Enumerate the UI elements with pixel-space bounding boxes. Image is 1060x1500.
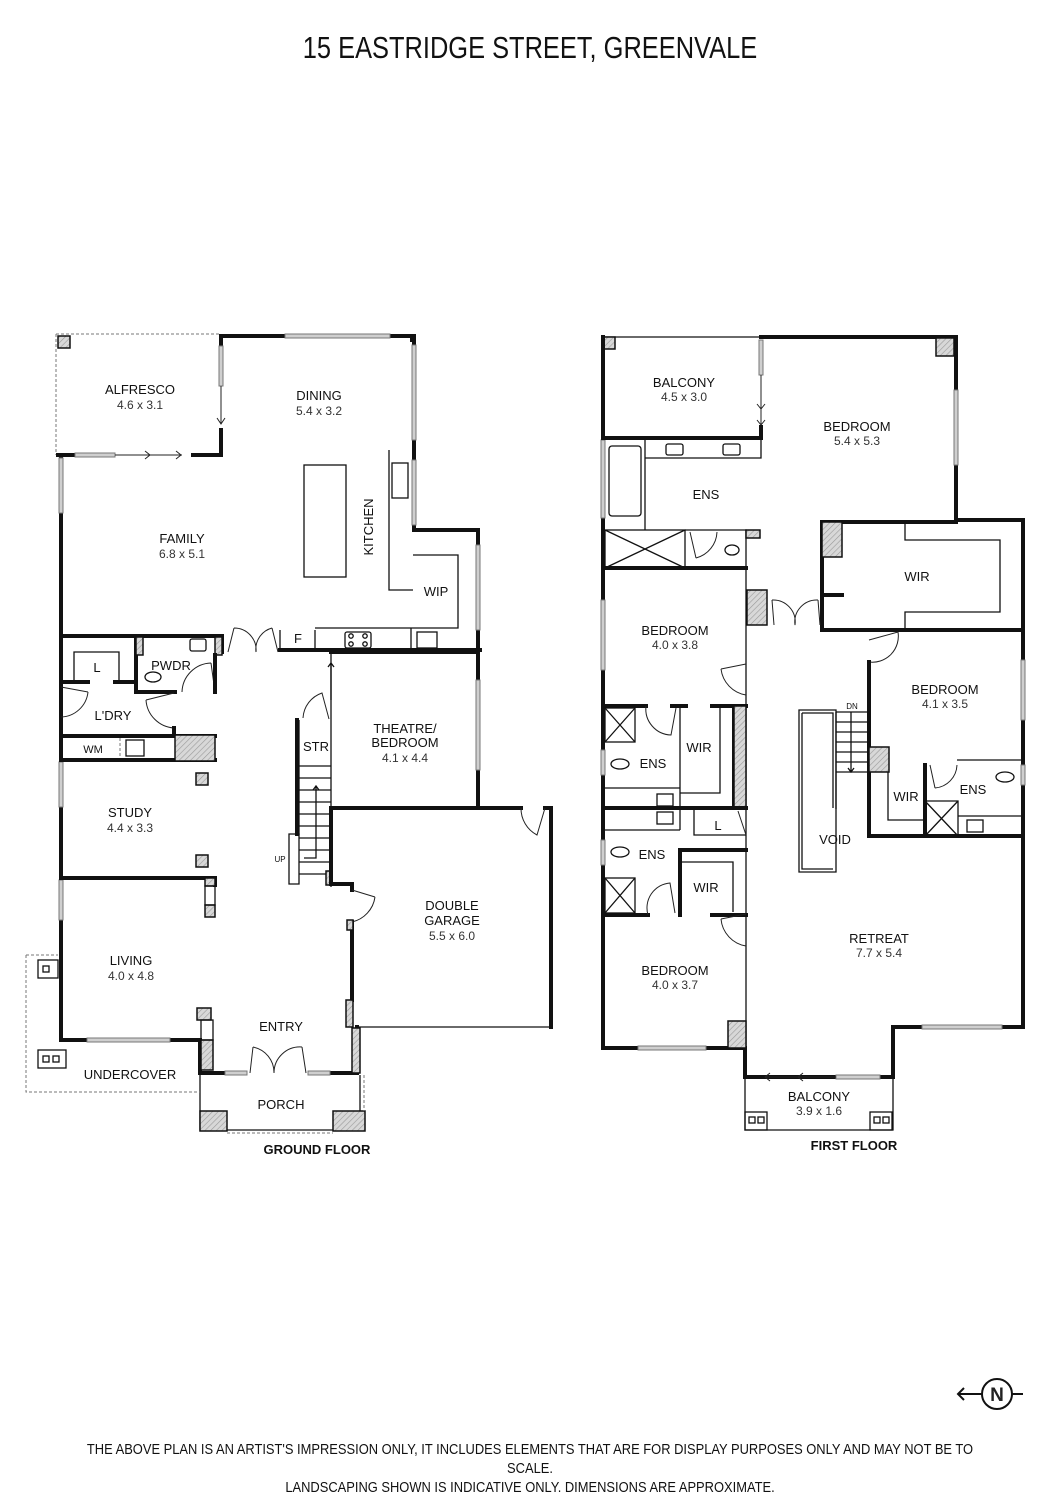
room-dim-garage: 5.5 x 6.0	[429, 929, 475, 943]
room-name-master-ensuite: ENS	[693, 487, 720, 502]
linen-label: L	[93, 660, 100, 675]
room-name-wip: WIP	[424, 584, 449, 599]
room-dim-alfresco: 4.6 x 3.1	[117, 398, 163, 412]
room-dim-dining: 5.4 x 3.2	[296, 404, 342, 418]
room-name-bedroom-2: BEDROOM	[641, 623, 708, 638]
fridge-label: F	[294, 631, 302, 646]
room-name-theatre-2: BEDROOM	[371, 735, 438, 750]
room-name-wir-4: WIR	[893, 789, 918, 804]
disclaimer: THE ABOVE PLAN IS AN ARTIST'S IMPRESSION…	[74, 1440, 986, 1497]
room-name-retreat: RETREAT	[849, 931, 909, 946]
room-name-master-bedroom: BEDROOM	[823, 419, 890, 434]
room-name-master-wir: WIR	[904, 569, 929, 584]
room-name-theatre: THEATRE/	[373, 721, 437, 736]
room-name-balcony-top: BALCONY	[653, 375, 715, 390]
room-name-dining: DINING	[296, 388, 342, 403]
room-name-ensuite-3: ENS	[639, 847, 666, 862]
basin	[189, 638, 207, 652]
room-name-ensuite-2: ENS	[640, 756, 667, 771]
first-floor-label: FIRST FLOOR	[811, 1138, 898, 1153]
compass-letter: N	[990, 1385, 1004, 1406]
room-name-balcony-bottom: BALCONY	[788, 1089, 850, 1104]
bathtub	[608, 445, 642, 517]
room-name-bedroom-3: BEDROOM	[641, 963, 708, 978]
room-dim-living: 4.0 x 4.8	[108, 969, 154, 983]
room-name-undercover: UNDERCOVER	[84, 1067, 176, 1082]
room-dim-family: 6.8 x 5.1	[159, 547, 205, 561]
linen-label-first: L	[714, 818, 721, 833]
disclaimer-line-2: LANDSCAPING SHOWN IS INDICATIVE ONLY. DI…	[285, 1479, 775, 1496]
room-name-laundry: L'DRY	[95, 708, 132, 723]
stair-up-label: UP	[274, 855, 285, 864]
ground-floor-plan	[25, 333, 553, 1134]
room-name-pwdr: PWDR	[151, 658, 191, 673]
room-name-wir-3: WIR	[693, 880, 718, 895]
sink	[416, 631, 438, 649]
disclaimer-line-1: THE ABOVE PLAN IS AN ARTIST'S IMPRESSION…	[86, 1441, 974, 1477]
room-name-porch: PORCH	[258, 1097, 305, 1112]
column	[57, 335, 71, 349]
room-name-void: VOID	[819, 832, 851, 847]
page-title: 15 EASTRIDGE STREET, GREENVALE	[302, 30, 758, 65]
room-name-garage-2: GARAGE	[424, 913, 480, 928]
room-dim-retreat: 7.7 x 5.4	[856, 946, 902, 960]
first-floor-labels: BALCONY 4.5 x 3.0 BEDROOM 5.4 x 5.3 ENS …	[639, 375, 987, 1153]
room-name-entry: ENTRY	[259, 1019, 303, 1034]
first-floor-plan	[600, 335, 1026, 1131]
room-dim-balcony-bottom: 3.9 x 1.6	[796, 1104, 842, 1118]
room-dim-master-bedroom: 5.4 x 5.3	[834, 434, 880, 448]
room-name-wir-2: WIR	[686, 740, 711, 755]
room-name-ensuite-4: ENS	[960, 782, 987, 797]
room-name-alfresco: ALFRESCO	[105, 382, 175, 397]
room-name-garage: DOUBLE	[425, 898, 479, 913]
room-name-store: STR	[303, 739, 329, 754]
laundry-tub	[125, 739, 145, 757]
ground-floor-label: GROUND FLOOR	[264, 1142, 371, 1157]
room-dim-bedroom-2: 4.0 x 3.8	[652, 638, 698, 652]
cooktop	[344, 631, 372, 649]
room-dim-balcony-top: 4.5 x 3.0	[661, 390, 707, 404]
room-name-bedroom-4: BEDROOM	[911, 682, 978, 697]
room-name-family: FAMILY	[159, 531, 205, 546]
room-dim-bedroom-3: 4.0 x 3.7	[652, 978, 698, 992]
room-dim-study: 4.4 x 3.3	[107, 821, 153, 835]
toilet	[144, 671, 162, 683]
kitchen-island	[303, 464, 347, 578]
kitchen-sink	[391, 462, 409, 499]
north-arrow-icon: N	[956, 1378, 1023, 1410]
room-name-study: STUDY	[108, 805, 152, 820]
ground-floor-labels: ALFRESCO 4.6 x 3.1 DINING 5.4 x 3.2 FAMI…	[83, 382, 480, 1157]
room-name-kitchen: KITCHEN	[361, 498, 376, 555]
room-dim-bedroom-4: 4.1 x 3.5	[922, 697, 968, 711]
stair-down-label: DN	[846, 702, 858, 711]
room-dim-theatre: 4.1 x 4.4	[382, 751, 428, 765]
room-name-living: LIVING	[110, 953, 153, 968]
washing-machine-label: WM	[83, 744, 103, 756]
